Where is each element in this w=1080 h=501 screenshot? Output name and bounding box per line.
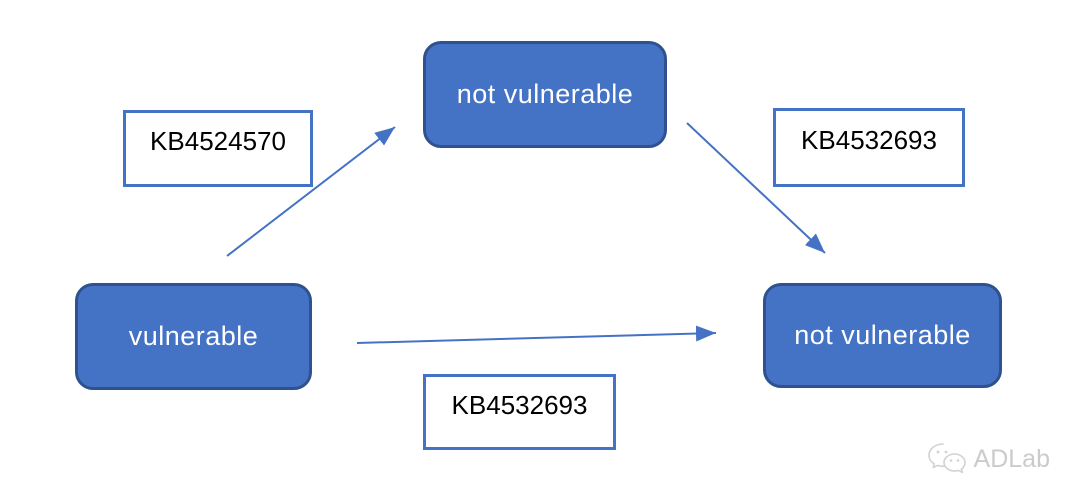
edge-label-text: KB4532693 [451,389,588,420]
watermark-text: ADLab [973,444,1050,473]
node-not-vulnerable-top: not vulnerable [423,41,667,148]
edge-label-text: KB4532693 [801,125,937,155]
node-vulnerable-label: vulnerable [128,321,259,351]
edge-label-kb4532693-top: KB4532693 [773,108,965,187]
edge-label-kb4532693-bottom: KB4532693 [423,374,616,450]
edge-label-text: KB4524570 [150,126,286,156]
edge-label-kb4524570: KB4524570 [123,110,313,187]
node-not-vulnerable-right: not vulnerable [763,283,1002,388]
node-not-vulnerable-right-label: not vulnerable [794,320,971,350]
node-vulnerable: vulnerable [75,283,312,390]
wechat-icon [926,441,968,477]
watermark: ADLab [926,441,1050,477]
arrow-vulnerable-to-right [356,325,717,344]
node-not-vulnerable-top-label: not vulnerable [456,79,634,109]
